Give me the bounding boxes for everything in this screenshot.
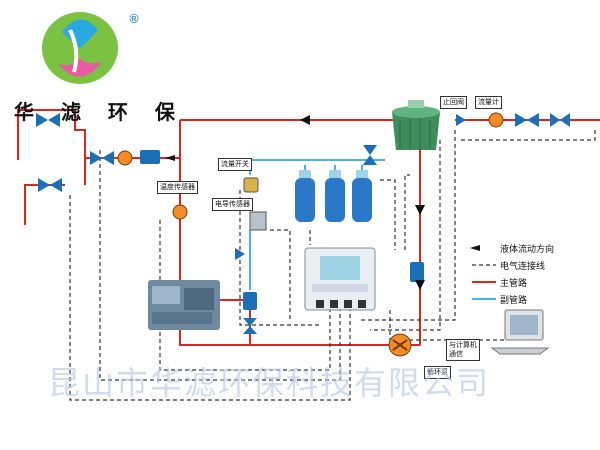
gauge-icon — [117, 112, 504, 220]
chiller-unit-icon — [148, 280, 220, 330]
valve-icon — [36, 113, 570, 334]
controller-icon — [304, 247, 376, 311]
legend-lines — [472, 264, 496, 300]
label-temp-sensor: 温度传感器 — [157, 181, 198, 194]
flow-arrow-icon — [165, 115, 480, 290]
watermark-text: 昆山市华滤环保科技有限公司 — [48, 364, 491, 402]
legend-sub-pipe: 副管路 — [500, 296, 528, 306]
label-flow-meter: 流量计 — [475, 96, 502, 109]
electrical-lines — [69, 130, 596, 401]
sensor-icon — [243, 177, 267, 231]
label-check-valve: 止回阀 — [440, 96, 467, 109]
label-pc-comm: 与计算机 通信 — [446, 339, 480, 361]
logo-icon — [42, 12, 118, 84]
circulation-pump-icon — [388, 333, 412, 357]
dosing-tank-icon — [295, 170, 372, 222]
label-flow-switch: 流量开关 — [218, 158, 252, 171]
legend-main-pipe: 主管路 — [500, 279, 528, 289]
registered-mark: ® — [128, 12, 140, 26]
strainer-icon — [140, 150, 424, 310]
computer-icon — [490, 309, 550, 355]
cooling-tower-icon — [392, 100, 440, 150]
brand-name: 华 滤 环 保 — [14, 100, 185, 124]
legend-flow-direction: 液体流动方向 — [500, 245, 555, 255]
label-conductivity-sensor: 电导传感器 — [212, 198, 253, 211]
label-circ-pump: 循环泵 — [424, 366, 451, 379]
legend-electrical: 电气连接线 — [500, 262, 546, 272]
